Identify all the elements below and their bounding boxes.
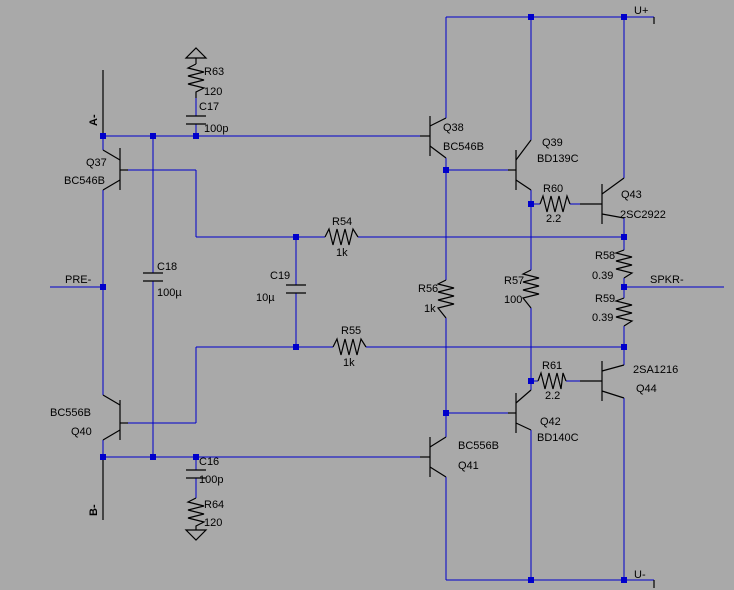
q37-value: BC546B <box>64 175 105 187</box>
r59-value: 0.39 <box>592 312 613 324</box>
r56-ref: R56 <box>418 283 438 295</box>
r54-resistor <box>324 227 359 246</box>
r64-ref: R64 <box>204 499 224 511</box>
components <box>102 17 655 588</box>
net-label-vplus: U+ <box>634 5 648 17</box>
c16-value: 100p <box>199 474 223 486</box>
q43-value: 2SC2922 <box>620 209 666 221</box>
r55-ref: R55 <box>341 325 361 337</box>
r55-value: 1k <box>343 357 355 369</box>
r61-resistor <box>537 370 567 390</box>
q38-ref: Q38 <box>443 122 464 134</box>
q39-ref: Q39 <box>542 137 563 149</box>
r64-value: 120 <box>204 517 222 529</box>
q37-ref: Q37 <box>86 157 107 169</box>
net-label-b: B- <box>88 504 100 516</box>
q44-ref: 2SA1216 <box>633 364 678 376</box>
r64-resistor <box>186 497 206 530</box>
q43-ref: Q43 <box>621 189 642 201</box>
r61-ref: R61 <box>542 360 562 372</box>
q42-value: BD140C <box>537 432 579 444</box>
r63-ref: R63 <box>204 66 224 78</box>
r54-ref: R54 <box>332 216 352 228</box>
q44-value: Q44 <box>636 383 657 395</box>
r56-value: 1k <box>424 303 436 315</box>
r63-ground-symbol <box>184 47 208 59</box>
r57-ref: R57 <box>504 275 524 287</box>
c16-ref: C16 <box>199 456 219 468</box>
r54-value: 1k <box>336 247 348 259</box>
r58-ref: R58 <box>595 250 615 262</box>
q40-value: BC556B <box>50 407 91 419</box>
r60-ref: R60 <box>543 183 563 195</box>
labels: U+ U- SPKR- PRE- A- B- R63 120 C17 100p … <box>50 5 684 581</box>
r58-resistor <box>613 249 634 279</box>
q40-ref: Q40 <box>71 426 92 438</box>
r63-value: 120 <box>204 86 222 98</box>
r57-value: 100 <box>504 294 522 306</box>
c19-value: 10µ <box>256 292 275 304</box>
r60-resistor <box>539 193 571 213</box>
q41-ref: Q41 <box>458 460 479 472</box>
r55-resistor <box>332 337 367 356</box>
c17-ref: C17 <box>199 101 219 113</box>
q41-value: BC556B <box>458 440 499 452</box>
net-label-pre: PRE- <box>65 274 92 286</box>
r59-ref: R59 <box>595 293 615 305</box>
r60-value: 2.2 <box>546 213 561 225</box>
net-label-vminus: U- <box>634 569 646 581</box>
q38-value: BC546B <box>443 141 484 153</box>
q42-ref: Q42 <box>540 416 561 428</box>
r56-resistor <box>436 279 455 319</box>
net-label-spkr: SPKR- <box>650 274 684 286</box>
net-label-a: A- <box>88 114 100 126</box>
c17-value: 100p <box>204 123 228 135</box>
c18-ref: C18 <box>157 261 177 273</box>
junction-dots <box>100 14 627 583</box>
r64-ground-symbol <box>184 529 208 541</box>
c18-value: 100µ <box>157 287 182 299</box>
c19-ref: C19 <box>270 270 290 282</box>
r59-resistor <box>613 297 634 327</box>
q39-value: BD139C <box>537 153 579 165</box>
r63-resistor <box>186 63 206 98</box>
r57-resistor <box>521 269 540 309</box>
r58-value: 0.39 <box>592 270 613 282</box>
r61-value: 2.2 <box>545 390 560 402</box>
